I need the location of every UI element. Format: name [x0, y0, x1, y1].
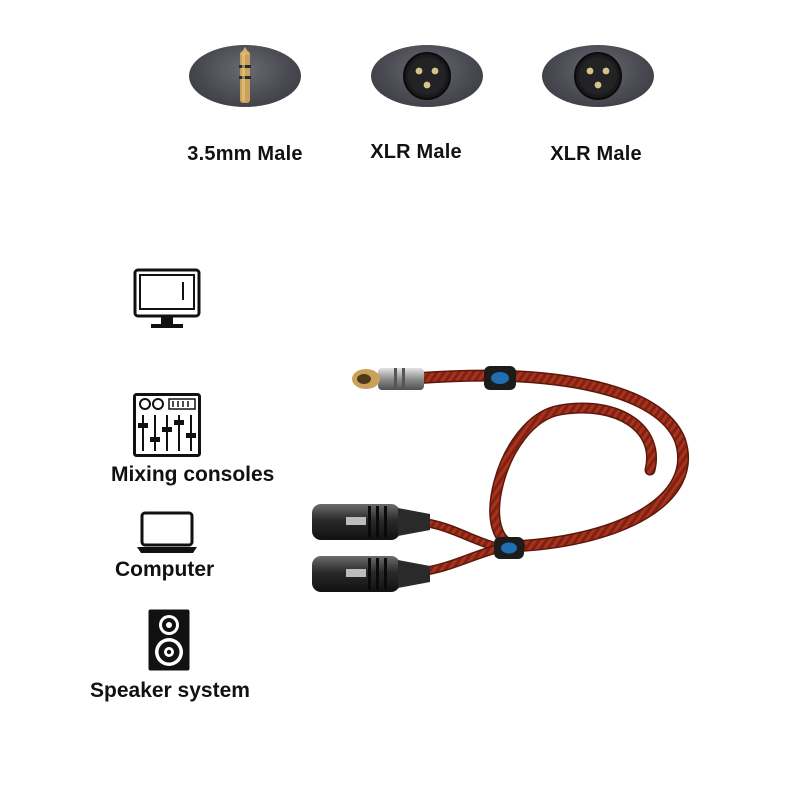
device-label-computer: Computer	[115, 558, 215, 581]
xlr-connector-oval-1	[371, 45, 483, 107]
monitor-icon	[133, 268, 201, 330]
connector-label-xlr-2: XLR Male	[550, 143, 642, 165]
speaker-icon	[147, 608, 191, 672]
y-splitter-cable-image	[300, 340, 720, 620]
xlr-male-icon	[574, 52, 622, 100]
laptop-icon	[137, 511, 197, 555]
xlr-connector-oval-2	[542, 45, 654, 107]
xlr-male-icon	[403, 52, 451, 100]
jack-3-5mm-icon	[239, 47, 251, 103]
mixer-icon	[133, 393, 201, 457]
device-label-speaker-system: Speaker system	[90, 679, 250, 702]
jack-connector-oval	[189, 45, 301, 107]
connector-label-jack: 3.5mm Male	[187, 143, 303, 165]
device-label-mixing-consoles: Mixing consoles	[111, 463, 275, 486]
connector-label-xlr-1: XLR Male	[370, 141, 462, 163]
